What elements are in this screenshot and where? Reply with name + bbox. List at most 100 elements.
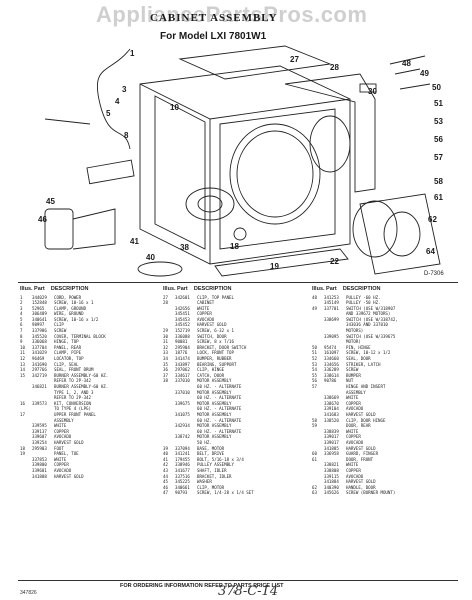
part-description: CLIP, MOTOR (197, 484, 225, 490)
part-number: 342934 (175, 423, 190, 429)
parts-row: 60 HZ. - ALTERNATE (163, 429, 305, 435)
illus-number: 4 (20, 311, 23, 317)
illus-number: 55 (312, 372, 317, 378)
part-description: TYPE 1, 2, AND 3 (54, 389, 94, 395)
part-description: HARVEST GOLD (346, 479, 376, 485)
part-number: 341241 (175, 451, 190, 457)
illus-number: 14 (20, 367, 25, 373)
illus-number: 15 (20, 372, 25, 378)
parts-row: 60 HZ. - ALTERNATE (163, 384, 305, 390)
part-number: 341885 (324, 445, 339, 451)
part-number: 340641 (32, 316, 47, 322)
part-description: WHITE (346, 395, 359, 401)
part-description: STRIKER, LATCH (346, 361, 381, 367)
part-number: 346821 (32, 384, 47, 389)
illus-number: 36 (163, 367, 168, 373)
callout-label: 64 (426, 247, 435, 256)
part-description: 60 HZ. - ALTERNATE (197, 384, 242, 389)
part-number: 342601 (175, 294, 190, 300)
illus-number: 38 (163, 378, 168, 384)
part-number: 96469 (32, 356, 45, 362)
part-number: 339137 (32, 428, 47, 434)
page-subtitle: For Model LXI 7801W1 (160, 31, 267, 42)
part-number: 341029 (32, 350, 47, 356)
part-number: 339800 (32, 462, 47, 468)
part-description: WHITE (346, 428, 359, 434)
part-number: 339017 (324, 439, 339, 445)
part-description: MOTOR) (346, 339, 361, 345)
parts-row: 35 343897 BEARING, SUPPORT (163, 362, 305, 368)
part-description: CLAMP, GROUND (54, 305, 87, 311)
drum-opening (229, 123, 321, 225)
part-description: COPPER (346, 400, 361, 406)
page-number: 4 (233, 590, 236, 596)
illus-number: 3 (20, 305, 23, 311)
part-number: 341075 (175, 411, 190, 417)
illus-number: 58 (312, 417, 317, 423)
part-description: HARVEST GOLD (54, 439, 84, 445)
idler-pulley (233, 227, 247, 241)
part-description: CATCH, DOOR (197, 372, 225, 378)
part-number: 338839 (324, 428, 339, 434)
part-number: 342719 (32, 372, 47, 378)
parts-row: ASSEMBLY (312, 390, 458, 396)
part-number: 345626 (324, 490, 339, 496)
part-description: 60 HZ. - ALTERNATE (197, 395, 242, 401)
part-description: SWITCH (USE W/338742, (346, 316, 398, 322)
part-number: 345149 (324, 300, 339, 306)
part-description: MOTOR ASSEMBLY (197, 434, 232, 440)
part-description: CABINET (197, 300, 215, 306)
part-number: 334656 (324, 361, 339, 367)
illus-number: 35 (163, 361, 168, 367)
column-header: Illus. Part DESCRIPTION (163, 286, 232, 292)
burner-unit (86, 159, 135, 185)
door-switch (359, 83, 377, 93)
parts-row: 343036 AND 337010 (312, 322, 458, 328)
part-description: MOTOR ASSEMBLY (197, 378, 232, 384)
part-number: 295903 (32, 445, 47, 451)
illus-number: 44 (163, 473, 168, 479)
callout-label: 18 (230, 242, 239, 251)
callout-label: 27 (290, 55, 299, 64)
part-description: SCREW, 10-12 x 1/2 (346, 350, 391, 356)
part-number: 338520 (324, 417, 339, 423)
callout-label: 57 (434, 153, 443, 162)
part-number: 341253 (324, 294, 339, 300)
part-number: 336088 (175, 333, 190, 339)
part-description: PULLEY -60 HZ. (346, 294, 381, 300)
part-number: 339095 (324, 333, 339, 339)
part-description: BURNER ASSEMBLY-60 HZ. (54, 384, 109, 389)
part-number: 343897 (175, 361, 190, 367)
power-cord (96, 48, 131, 150)
watermark-text: AppliancePartsPros.com (96, 2, 368, 27)
part-number: 338699 (324, 316, 339, 322)
illus-number: 34 (163, 356, 168, 362)
part-description: HARVEST GOLD (54, 473, 84, 479)
part-description: MOTOR ASSEMBLY (197, 400, 232, 406)
illus-number: 29 (163, 328, 168, 334)
document-code: 347826 (20, 590, 37, 596)
part-description: BEARING, SUPPORT (197, 361, 237, 367)
callout-label: 62 (428, 215, 437, 224)
part-description: SCREW (54, 328, 67, 334)
part-description: HARVEST GOLD (346, 411, 376, 417)
part-number: 345453 (175, 316, 190, 322)
callout-label: 48 (402, 59, 411, 68)
illus-number: 37 (163, 372, 168, 378)
